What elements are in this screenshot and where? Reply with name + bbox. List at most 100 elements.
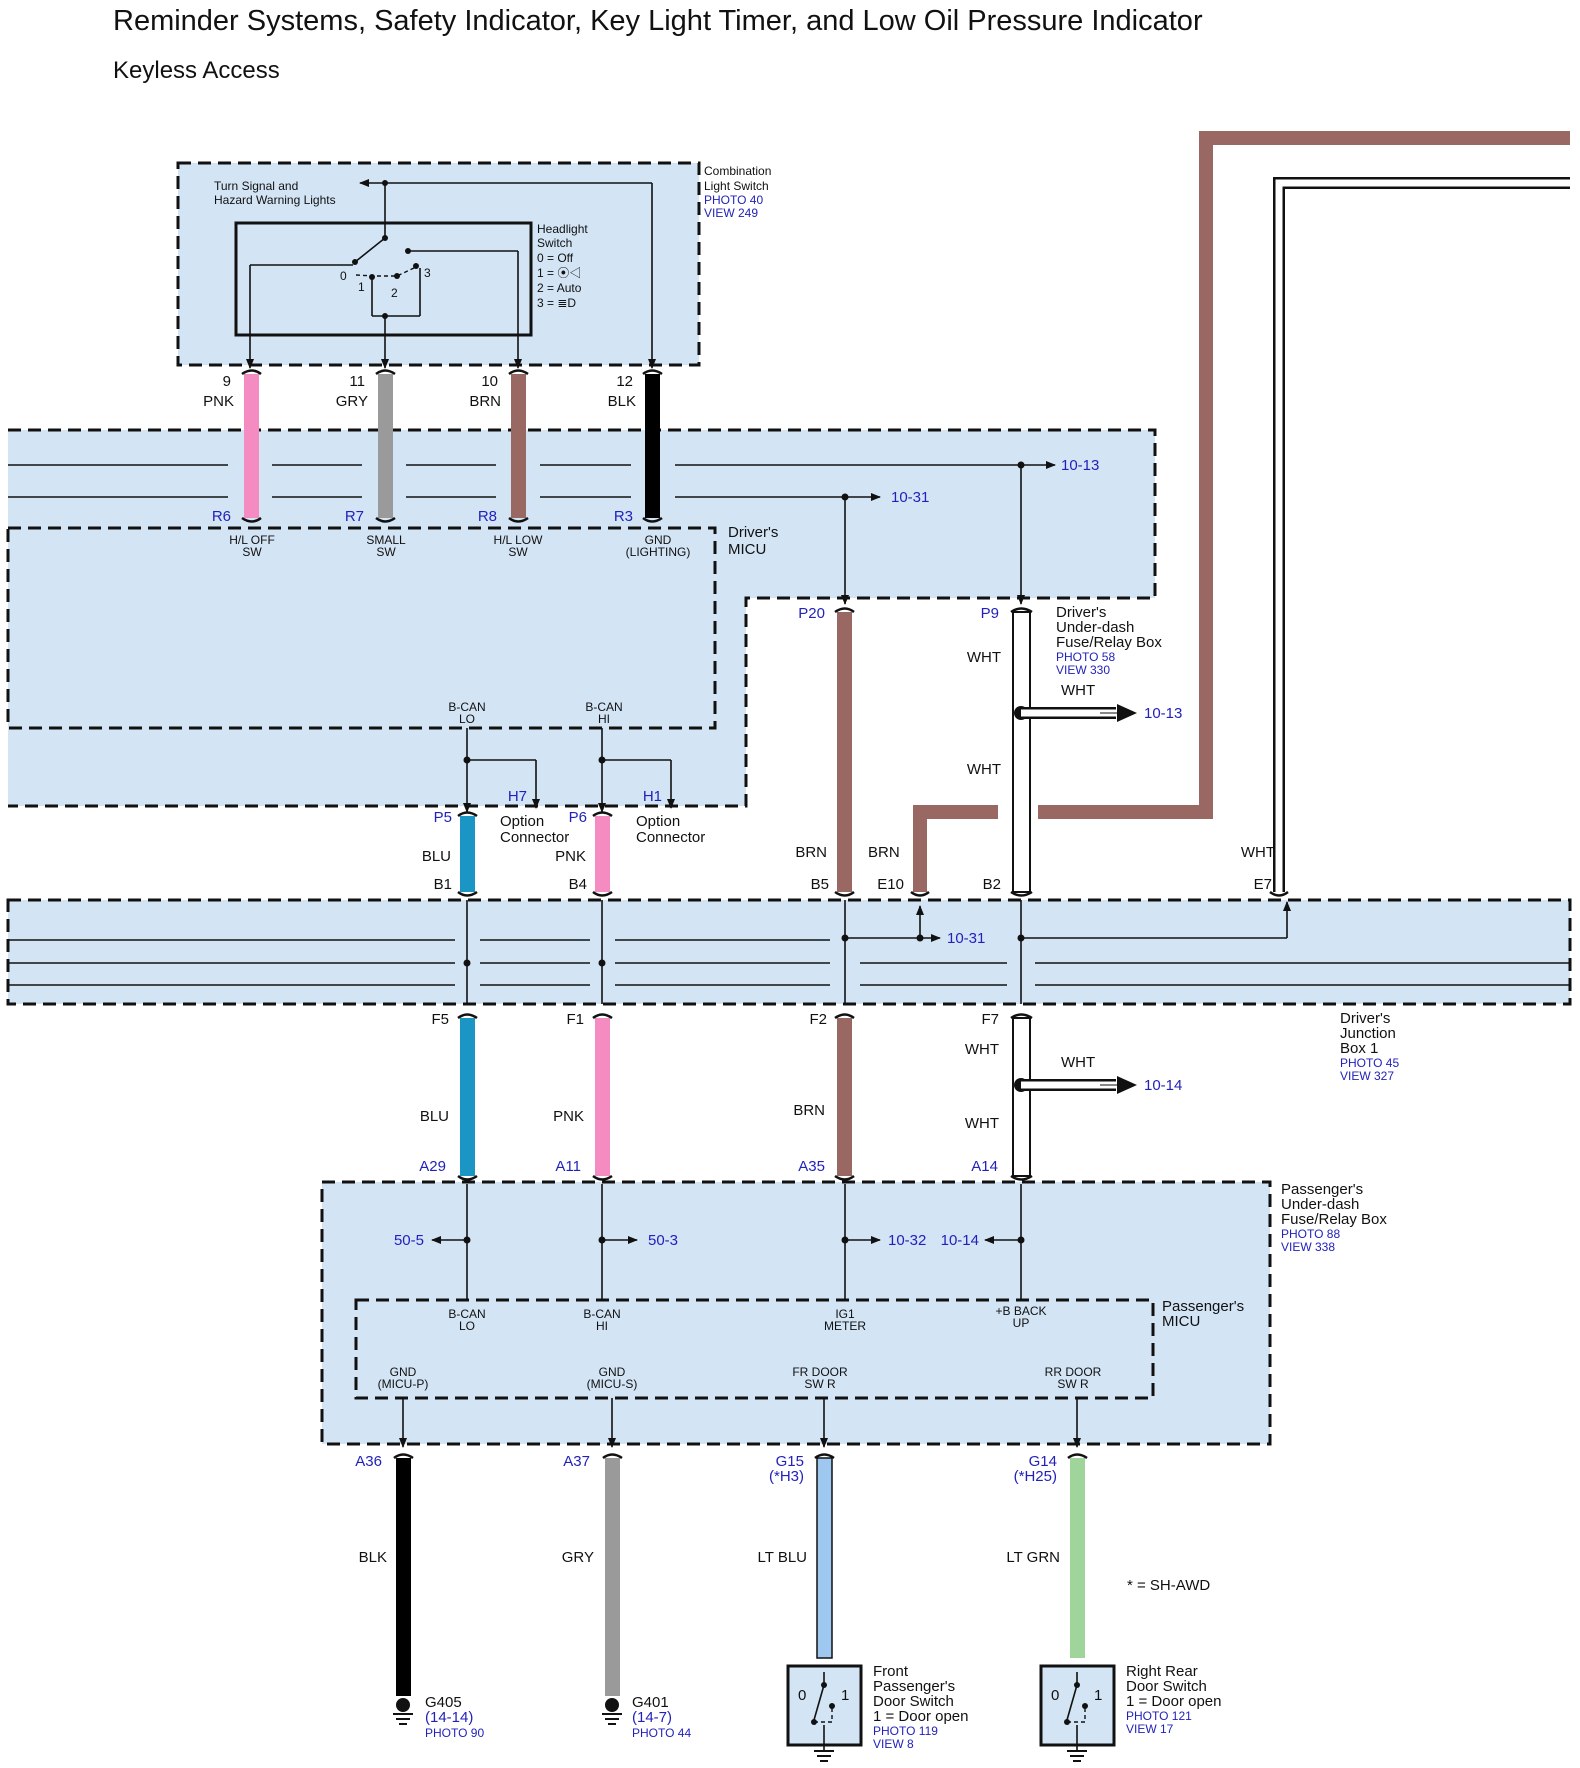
term-a11: A11 — [555, 1158, 581, 1175]
top-wire-color-blk: BLK — [608, 393, 636, 410]
drivers-fuse-box-panel — [8, 428, 1157, 808]
ref-50-3: 50-3 — [648, 1232, 678, 1249]
turn-signal-label-1: Turn Signal and — [214, 179, 298, 193]
passenger-fuse-box-name-2: Under-dash — [1281, 1196, 1359, 1213]
func-hl-low-2: SW — [508, 545, 528, 559]
middle-wires — [457, 131, 1570, 897]
term-a29: A29 — [419, 1158, 446, 1175]
option-pin-h7: H7 — [508, 788, 527, 805]
term-p9: P9 — [981, 605, 999, 622]
pin-e7: E7 — [1254, 876, 1272, 893]
drivers-fuse-box-name-1: Driver's — [1056, 604, 1106, 621]
top-wire-color-gry: GRY — [336, 393, 368, 410]
top-wire-pin-9: 9 — [223, 373, 231, 390]
drivers-micu-box — [6, 526, 717, 730]
drivers-micu-name-2: MICU — [728, 541, 766, 558]
top-wires — [241, 369, 663, 523]
headlight-label-6: 3 = ≣D — [537, 296, 576, 310]
drivers-micu-name-1: Driver's — [728, 524, 778, 541]
pin-f1: F1 — [566, 1011, 584, 1028]
ref-10-31-top: 10-31 — [891, 489, 929, 506]
junction-box-name-2: Junction — [1340, 1025, 1396, 1042]
pmicu-in-2b: HI — [596, 1319, 608, 1333]
wire-blk-bottom: BLK — [359, 1549, 387, 1566]
passenger-fuse-box-panel — [320, 1180, 1272, 1446]
pin-b1: B1 — [434, 876, 452, 893]
option-connector-2a: Option — [636, 813, 680, 830]
front-door-name-4: 1 = Door open — [873, 1708, 969, 1725]
wire-wht-e7: WHT — [1241, 844, 1275, 861]
junction-box-name-1: Driver's — [1340, 1010, 1390, 1027]
wire-gry-bottom: GRY — [562, 1549, 594, 1566]
passenger-fuse-box-ref-1: PHOTO 88 — [1281, 1227, 1340, 1241]
rear-door-name-1: Right Rear — [1126, 1663, 1198, 1680]
junction-through-lines — [466, 900, 1022, 1004]
pmicu-out-4b: SW R — [1057, 1377, 1089, 1391]
pmicu-in-3b: METER — [824, 1319, 866, 1333]
rear-door-switch — [1039, 1664, 1116, 1762]
wire-pnk-upper: PNK — [555, 848, 586, 865]
wire-ltblu-bottom: LT BLU — [758, 1549, 807, 1566]
pin-f7: F7 — [981, 1011, 999, 1028]
bottom-wires — [393, 1453, 1088, 1696]
ground-g405-photo: PHOTO 90 — [425, 1726, 484, 1740]
option-connector-2b: Connector — [636, 829, 705, 846]
drivers-fuse-box-name-3: Fuse/Relay Box — [1056, 634, 1162, 651]
top-wire-color-brn: BRN — [469, 393, 501, 410]
pin-f2: F2 — [809, 1011, 827, 1028]
headlight-label-5: 2 = Auto — [537, 281, 582, 295]
junction-bus-lines — [8, 901, 1570, 986]
drivers-fuse-box-name-2: Under-dash — [1056, 619, 1134, 636]
switch-pos-3: 3 — [424, 266, 431, 280]
junction-box-panel — [6, 898, 1572, 1006]
term-p20: P20 — [798, 605, 825, 622]
ref-10-13-branch: 10-13 — [1144, 705, 1182, 722]
lower-wires — [457, 1013, 1137, 1181]
ground-g405-ref: (14-14) — [425, 1709, 473, 1726]
combination-switch-ref-1: PHOTO 40 — [704, 193, 763, 207]
wire-brn-lower: BRN — [793, 1102, 825, 1119]
term-g14: G14 — [1029, 1453, 1057, 1470]
func-gnd-lighting-1: GND — [645, 533, 672, 547]
top-wire-pin-12: 12 — [616, 373, 633, 390]
term-r7: R7 — [345, 508, 364, 525]
combination-switch-name-1: Combination — [704, 164, 771, 178]
combination-switch-ref-2: VIEW 249 — [704, 206, 758, 220]
front-door-name-3: Door Switch — [873, 1693, 954, 1710]
junction-box-name-3: Box 1 — [1340, 1040, 1378, 1057]
pin-e10: E10 — [877, 876, 904, 893]
passenger-micu-box — [354, 1298, 1155, 1400]
top-wire-color-pnk: PNK — [203, 393, 234, 410]
drivers-can-hi-1: B-CAN — [585, 700, 622, 714]
ref-10-14-branch: 10-14 — [1144, 1077, 1182, 1094]
pin-b4: B4 — [569, 876, 587, 893]
combination-switch-box — [176, 161, 701, 367]
term-a36: A36 — [355, 1453, 382, 1470]
front-door-switch — [786, 1664, 863, 1762]
func-hl-low-1: H/L LOW — [494, 533, 544, 547]
ground-g401-ref: (14-7) — [632, 1709, 672, 1726]
term-r8: R8 — [478, 508, 497, 525]
term-h3: (*H3) — [769, 1468, 804, 1485]
pmicu-in-1b: LO — [459, 1319, 475, 1333]
page-title: Reminder Systems, Safety Indicator, Key … — [113, 5, 1203, 37]
ground-g401: G401 — [632, 1694, 669, 1711]
option-connector-1b: Connector — [500, 829, 569, 846]
drivers-fuse-box-ref-2: VIEW 330 — [1056, 663, 1110, 677]
passenger-box-lines — [399, 1184, 1081, 1448]
drivers-can-lo-1: B-CAN — [448, 700, 485, 714]
pin-b5: B5 — [811, 876, 829, 893]
wire-wht-p9: WHT — [967, 649, 1001, 666]
page-subtitle: Keyless Access — [113, 57, 280, 84]
drivers-can-lo-2: LO — [459, 712, 475, 726]
pmicu-out-2b: (MICU-S) — [587, 1377, 638, 1391]
footnote: * = SH-AWD — [1127, 1577, 1210, 1594]
term-r3: R3 — [614, 508, 633, 525]
pmicu-out-3a: FR DOOR — [792, 1365, 848, 1379]
front-door-name-2: Passenger's — [873, 1678, 955, 1695]
term-a14: A14 — [971, 1158, 998, 1175]
pin-b2: B2 — [983, 876, 1001, 893]
ref-10-13-top: 10-13 — [1061, 457, 1099, 474]
wire-brn-upper: BRN — [795, 844, 827, 861]
combination-switch-name-2: Light Switch — [704, 179, 769, 193]
